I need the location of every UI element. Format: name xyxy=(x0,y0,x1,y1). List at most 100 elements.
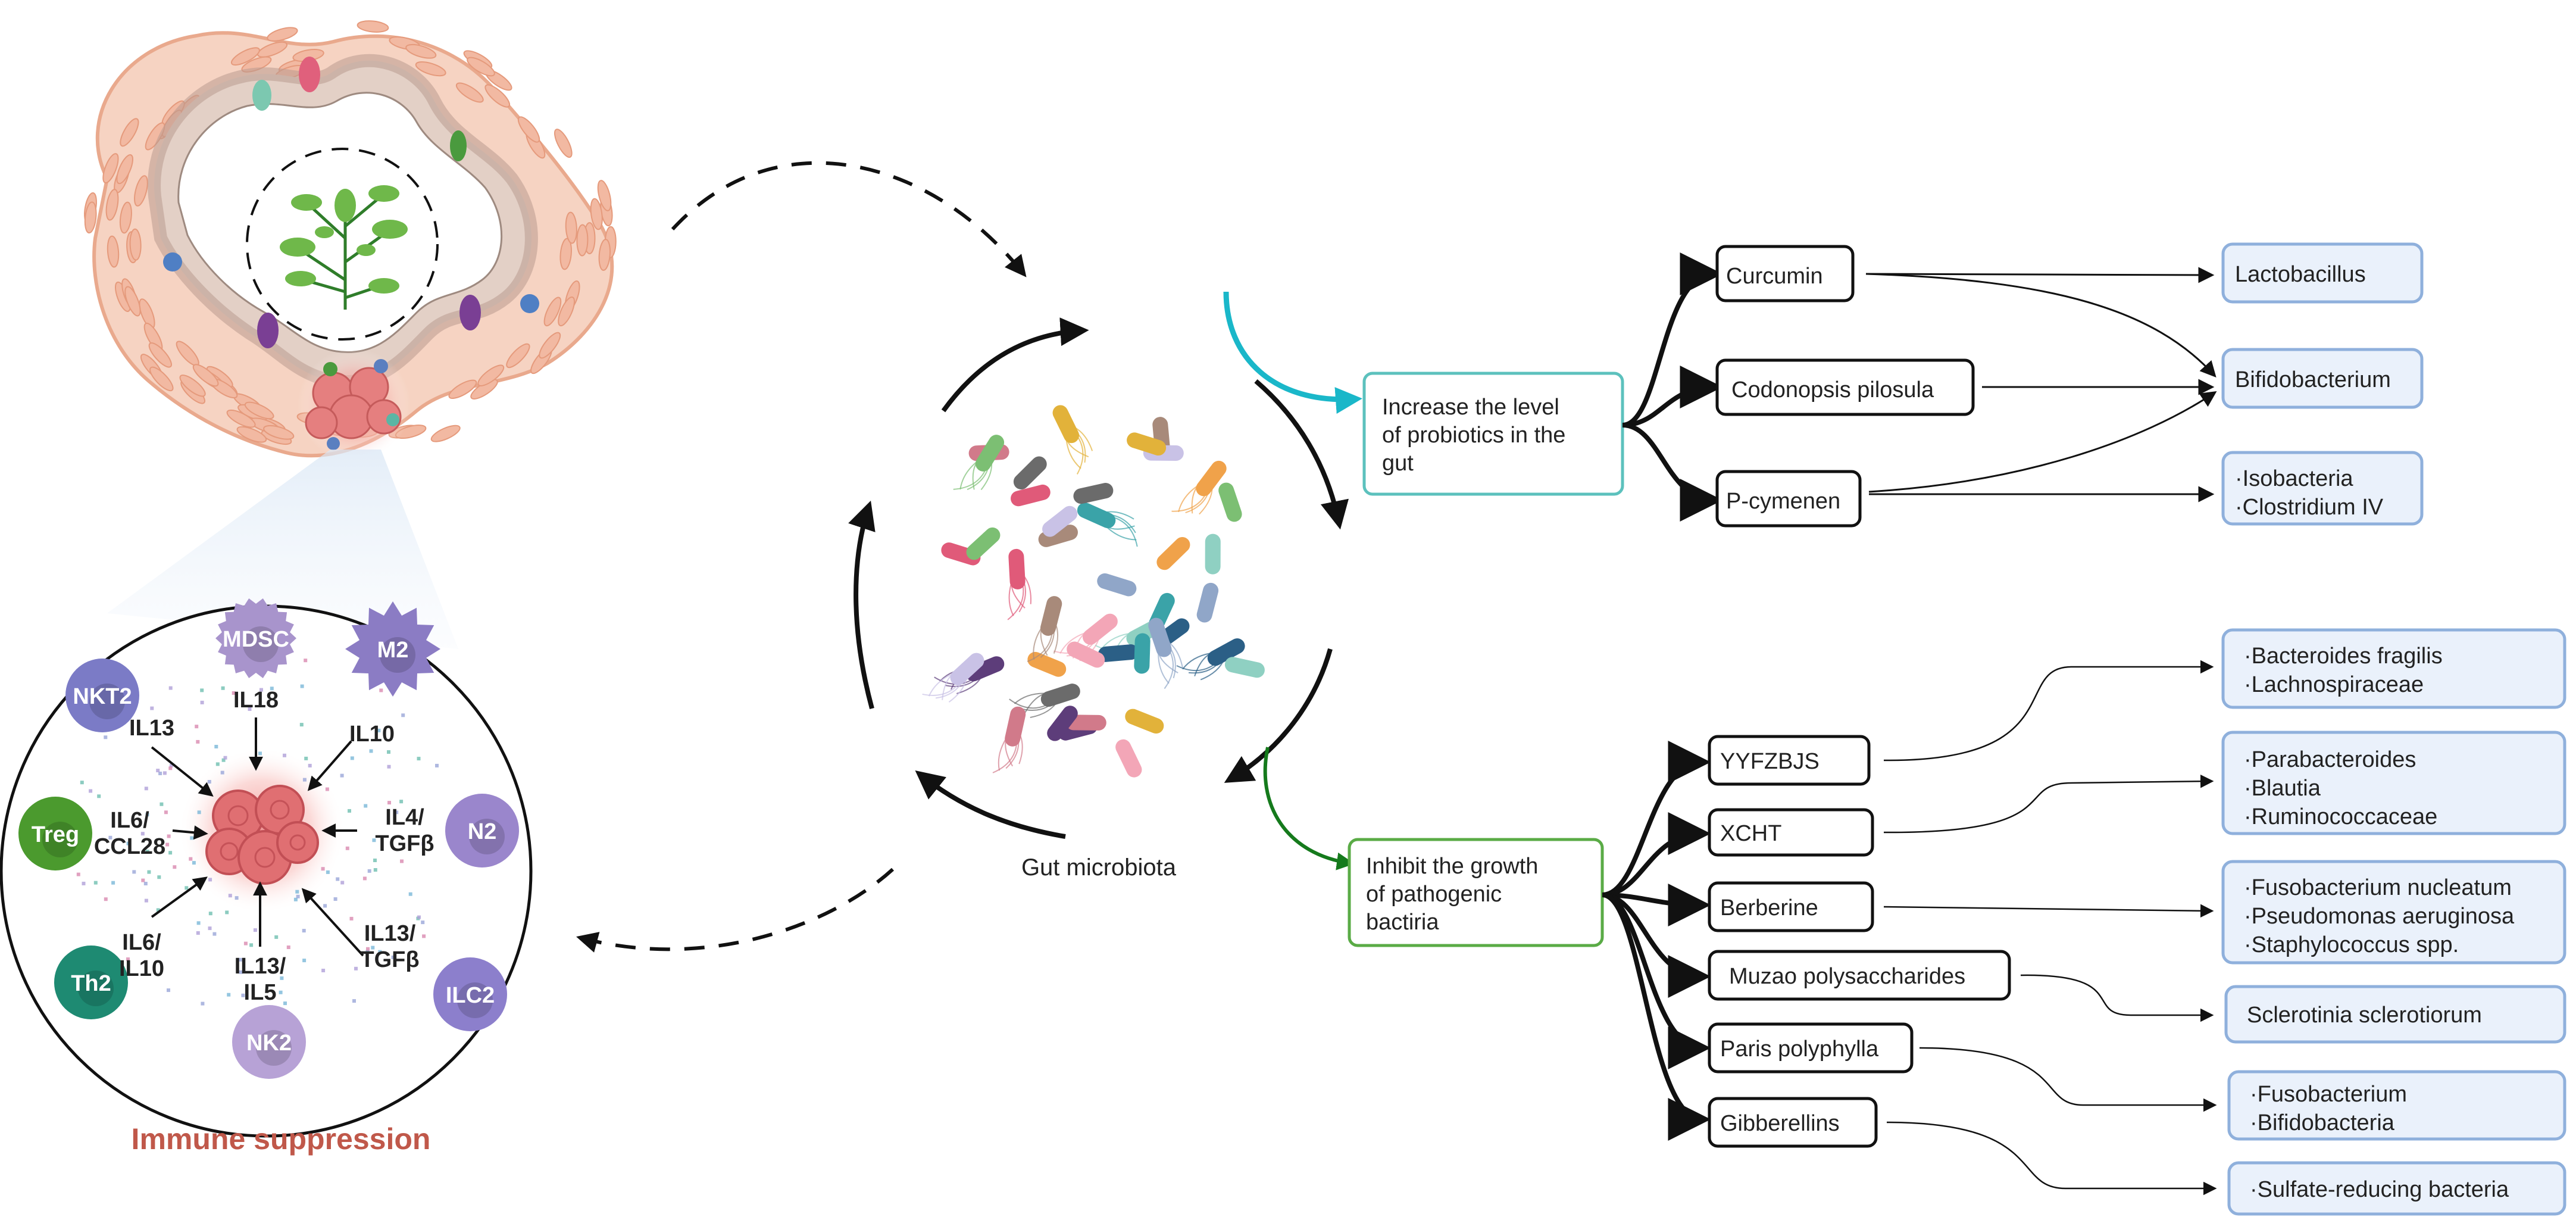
cytokine-dot xyxy=(253,928,257,932)
probiotic-target-boxes: Lactobacillus Bifidobacterium ·Isobacter… xyxy=(2221,242,2424,526)
cell-body xyxy=(65,659,139,732)
cytokine-dot xyxy=(190,836,194,840)
cytokine-dot xyxy=(270,686,274,691)
cytokine-dot xyxy=(221,758,226,762)
cytokine-dot xyxy=(323,904,327,908)
probiotics-heading-line: Increase the level xyxy=(1382,395,1559,420)
stromal-cell xyxy=(430,425,461,442)
cytokine-dot xyxy=(220,770,224,775)
cytokine-dot xyxy=(302,959,307,963)
stromal-cell xyxy=(559,238,572,270)
probiotics-box: Increase the level of probiotics in the … xyxy=(1362,372,1624,496)
stromal-cell xyxy=(129,228,142,261)
stromal-cell xyxy=(192,364,219,387)
target-label: Bifidobacterium xyxy=(2235,367,2391,392)
cell-name: NKT2 xyxy=(73,684,132,709)
cytokine-dot xyxy=(373,859,377,862)
dashed-arrow-to-immune xyxy=(576,867,895,953)
target-label: ·Parabacteroides xyxy=(2244,747,2416,772)
cytokine-dot xyxy=(207,780,211,784)
cytokine-dot xyxy=(169,763,173,767)
pathogens-box: Inhibit the growth of pathogenic bactiri… xyxy=(1348,838,1604,947)
cytokine-dot xyxy=(378,950,382,954)
target-label: ·Clostridium IV xyxy=(2235,495,2384,520)
cytokine-dot xyxy=(333,897,337,901)
probiotics-heading-line: gut xyxy=(1382,451,1414,476)
stromal-cell xyxy=(597,180,612,211)
cell-name: Th2 xyxy=(71,971,111,996)
cytokine-dot xyxy=(185,886,189,890)
cytokine-dot xyxy=(147,870,151,874)
stromal-cell xyxy=(467,57,495,77)
bacterium xyxy=(1156,536,1190,570)
cytokine-dot xyxy=(321,969,326,972)
cytokine-dot xyxy=(340,773,344,778)
cytokine-dot xyxy=(76,872,80,876)
cytokine-label: IL10 xyxy=(119,956,164,981)
cytokine-label: TGFβ xyxy=(360,947,419,972)
lumen xyxy=(177,92,502,353)
cytokine-dot xyxy=(435,763,439,767)
herb-label: Curcumin xyxy=(1726,264,1823,289)
stromal-cell xyxy=(124,286,141,317)
cytokine-dots xyxy=(76,659,439,1022)
cytokine-dot xyxy=(104,897,108,901)
cytokine-dot xyxy=(302,929,306,933)
cytokine-dot xyxy=(208,878,212,882)
cytokine-dot xyxy=(196,921,201,925)
cytokine-dot xyxy=(196,739,200,744)
lumen-dashed-circle xyxy=(246,148,439,341)
cell-body xyxy=(433,957,507,1031)
stromal-cell xyxy=(448,379,477,399)
stromal-cell xyxy=(244,401,274,420)
cytokine-dot xyxy=(164,810,168,815)
cytokine-dot xyxy=(308,763,312,767)
cytokine-dot xyxy=(345,846,349,850)
cell-name: M2 xyxy=(377,638,409,663)
microbiota-circle xyxy=(884,369,1324,810)
bacterium xyxy=(1027,651,1067,677)
cytokine-dot xyxy=(104,735,108,739)
cytokine-dot xyxy=(200,688,204,692)
stromal-cell xyxy=(179,375,206,397)
immune-cell xyxy=(163,252,182,272)
cytokine-dot xyxy=(260,688,263,692)
cytokine-dot xyxy=(145,813,149,817)
cell-body xyxy=(232,1005,306,1079)
stromal-cell xyxy=(236,426,267,443)
cytokine-dot xyxy=(279,990,283,994)
cytokine-dot xyxy=(421,920,425,925)
cytokine-dot xyxy=(387,750,390,754)
cytokine-dot xyxy=(336,877,340,881)
cytokine-dot xyxy=(167,988,170,993)
bacterium xyxy=(1196,582,1219,623)
cytokine-dot xyxy=(173,865,177,869)
stromal-cell xyxy=(149,366,174,392)
cytokine-arrow xyxy=(307,740,352,791)
stromal-cell xyxy=(102,153,119,184)
cell-name: NK2 xyxy=(246,1031,292,1056)
cytokine-dot xyxy=(340,881,345,885)
cell-nucleus xyxy=(457,982,493,1018)
cell-name: MDSC xyxy=(223,627,289,652)
cytokine-dot xyxy=(352,999,356,1003)
cytokine-dot xyxy=(280,976,284,980)
bacterium xyxy=(1098,644,1139,662)
bacterium xyxy=(1007,548,1031,620)
cytokine-dot xyxy=(126,841,130,845)
herb-label: Muzao polysaccharides xyxy=(1729,964,1965,989)
cytokine-dot xyxy=(132,870,136,874)
cell-nucleus xyxy=(89,684,125,719)
cytokine-dot xyxy=(223,756,227,760)
bacterium xyxy=(941,542,981,566)
pathogen-branches xyxy=(1602,741,1711,1141)
immune-suppression-title: Immune suppression xyxy=(132,1122,431,1156)
cytokine-dot xyxy=(371,945,375,950)
bacterium xyxy=(1097,573,1137,597)
cytokine-dot xyxy=(248,707,252,711)
cytokine-dot xyxy=(214,745,218,748)
cytokine-dot xyxy=(304,756,308,760)
